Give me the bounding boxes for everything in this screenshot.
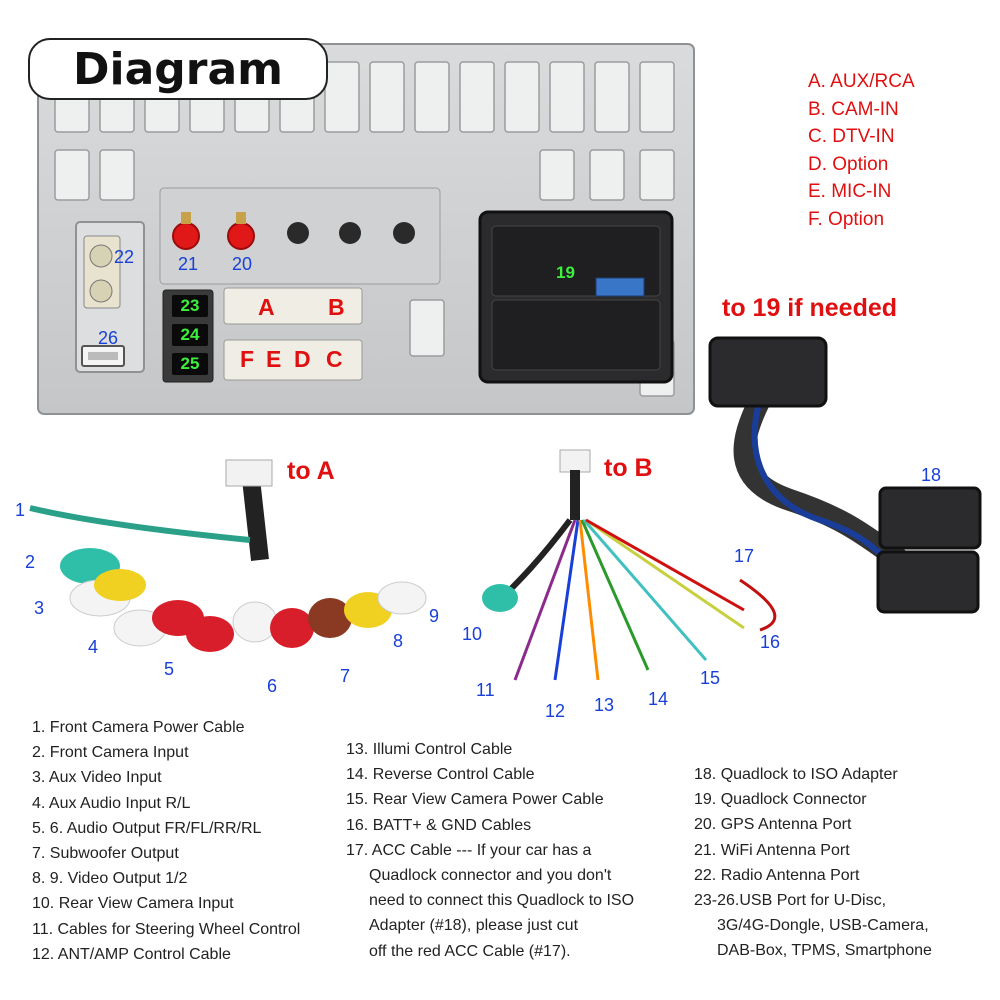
- iso-adapter-harness: [708, 336, 982, 632]
- cable-number: 12: [545, 701, 566, 721]
- cable-number: 16: [760, 632, 781, 652]
- port-letter-f: F: [240, 346, 255, 372]
- cable-number: 9: [429, 606, 440, 626]
- usb-label-25: 25: [172, 353, 208, 375]
- cable-number: 13: [594, 695, 615, 715]
- gps-antenna-port: [227, 222, 255, 250]
- cable-number: 5: [164, 659, 175, 679]
- list-item: 11. Cables for Steering Wheel Control: [32, 920, 301, 938]
- list-item: 14. Reverse Control Cable: [346, 766, 535, 784]
- list-item: 5. 6. Audio Output FR/FL/RR/RL: [32, 819, 262, 837]
- list-item: 20. GPS Antenna Port: [694, 816, 852, 834]
- legend-item: E. MIC-IN: [808, 181, 892, 202]
- list-item: off the red ACC Cable (#17).: [369, 942, 571, 960]
- cable-number: 11: [476, 680, 495, 700]
- connector-fedc: [223, 339, 363, 381]
- list-item: 18. Quadlock to ISO Adapter: [694, 766, 898, 783]
- wire-harness: [482, 449, 745, 681]
- connector-ab: [223, 287, 363, 325]
- cable-number: 10: [462, 624, 483, 644]
- cable-number: 7: [340, 666, 351, 686]
- callout-to-b: to B: [604, 454, 653, 482]
- connector-legend: A. AUX/RCA B. CAM-IN C. DTV-IN D. Option…: [808, 68, 915, 233]
- list-item: 13. Illumi Control Cable: [346, 741, 513, 758]
- legend-item: D. Option: [808, 153, 889, 175]
- list-item: 8. 9. Video Output 1/2: [32, 870, 188, 888]
- label-21: 21: [178, 254, 199, 274]
- usb-label-24: 24: [172, 324, 208, 346]
- callout-to-19: to 19 if needed: [722, 294, 898, 322]
- cable-number: 8: [393, 631, 404, 651]
- cable-number: 14: [648, 689, 669, 709]
- list-item: 7. Subwoofer Output: [32, 845, 179, 863]
- label-19: 19: [556, 263, 575, 282]
- legend-item: F. Option: [808, 208, 885, 230]
- port-letter-c: C: [326, 346, 343, 372]
- cable-number: 3: [34, 598, 45, 618]
- cable-number: 15: [700, 668, 721, 688]
- callout-to-a: to A: [287, 457, 335, 485]
- cable-number: 2: [25, 552, 36, 572]
- cable-number: 4: [88, 637, 99, 657]
- legend-item: C. DTV-IN: [808, 126, 895, 147]
- list-item: 10. Rear View Camera Input: [32, 895, 234, 913]
- list-item: 1. Front Camera Power Cable: [32, 719, 245, 736]
- list-item: 4. Aux Audio Input R/L: [32, 794, 191, 812]
- cable-number: 18: [921, 465, 942, 485]
- label-20: 20: [232, 254, 253, 274]
- list-item: 17. ACC Cable --- If your car has a: [346, 841, 592, 859]
- list-item: 12. ANT/AMP Control Cable: [32, 945, 231, 963]
- list-item: 15. Rear View Camera Power Cable: [346, 791, 604, 809]
- list-item: 22. Radio Antenna Port: [694, 866, 860, 884]
- list-item: need to connect this Quadlock to ISO: [369, 892, 635, 910]
- wifi-antenna-port: [172, 222, 200, 250]
- list-item: Quadlock connector and you don't: [369, 867, 612, 885]
- port-letter-d: D: [294, 346, 311, 372]
- list-item: DAB-Box, TPMS, Smartphone: [717, 942, 932, 960]
- list-item: 21. WiFi Antenna Port: [694, 841, 850, 859]
- cable-list-middle: 13. Illumi Control Cable 14. Reverse Con…: [346, 737, 634, 964]
- port-letter-e: E: [266, 346, 282, 372]
- cable-number: 6: [267, 676, 278, 696]
- list-item: 3. Aux Video Input: [32, 769, 162, 787]
- port-letter-b: B: [328, 294, 345, 320]
- label-26: 26: [98, 328, 119, 348]
- list-item: 23-26.USB Port for U-Disc,: [694, 892, 887, 910]
- port-letter-a: A: [258, 294, 275, 320]
- cable-number: 17: [734, 546, 755, 566]
- label-22: 22: [114, 247, 135, 267]
- rca-harness: [29, 459, 427, 652]
- legend-item: A. AUX/RCA: [808, 71, 915, 92]
- cable-number: 1: [15, 500, 26, 520]
- usb-label-23: 23: [172, 295, 208, 317]
- list-item: Adapter (#18), please just cut: [369, 917, 579, 935]
- legend-item: B. CAM-IN: [808, 98, 899, 120]
- page-title: Diagram: [28, 38, 328, 100]
- list-item: 3G/4G-Dongle, USB-Camera,: [717, 917, 929, 935]
- cable-list-left: 1. Front Camera Power Cable 2. Front Cam…: [32, 715, 300, 967]
- cable-list-right: 18. Quadlock to ISO Adapter 19. Quadlock…: [694, 762, 932, 964]
- list-item: 19. Quadlock Connector: [694, 791, 867, 809]
- list-item: 16. BATT+ & GND Cables: [346, 816, 532, 834]
- list-item: 2. Front Camera Input: [32, 744, 189, 762]
